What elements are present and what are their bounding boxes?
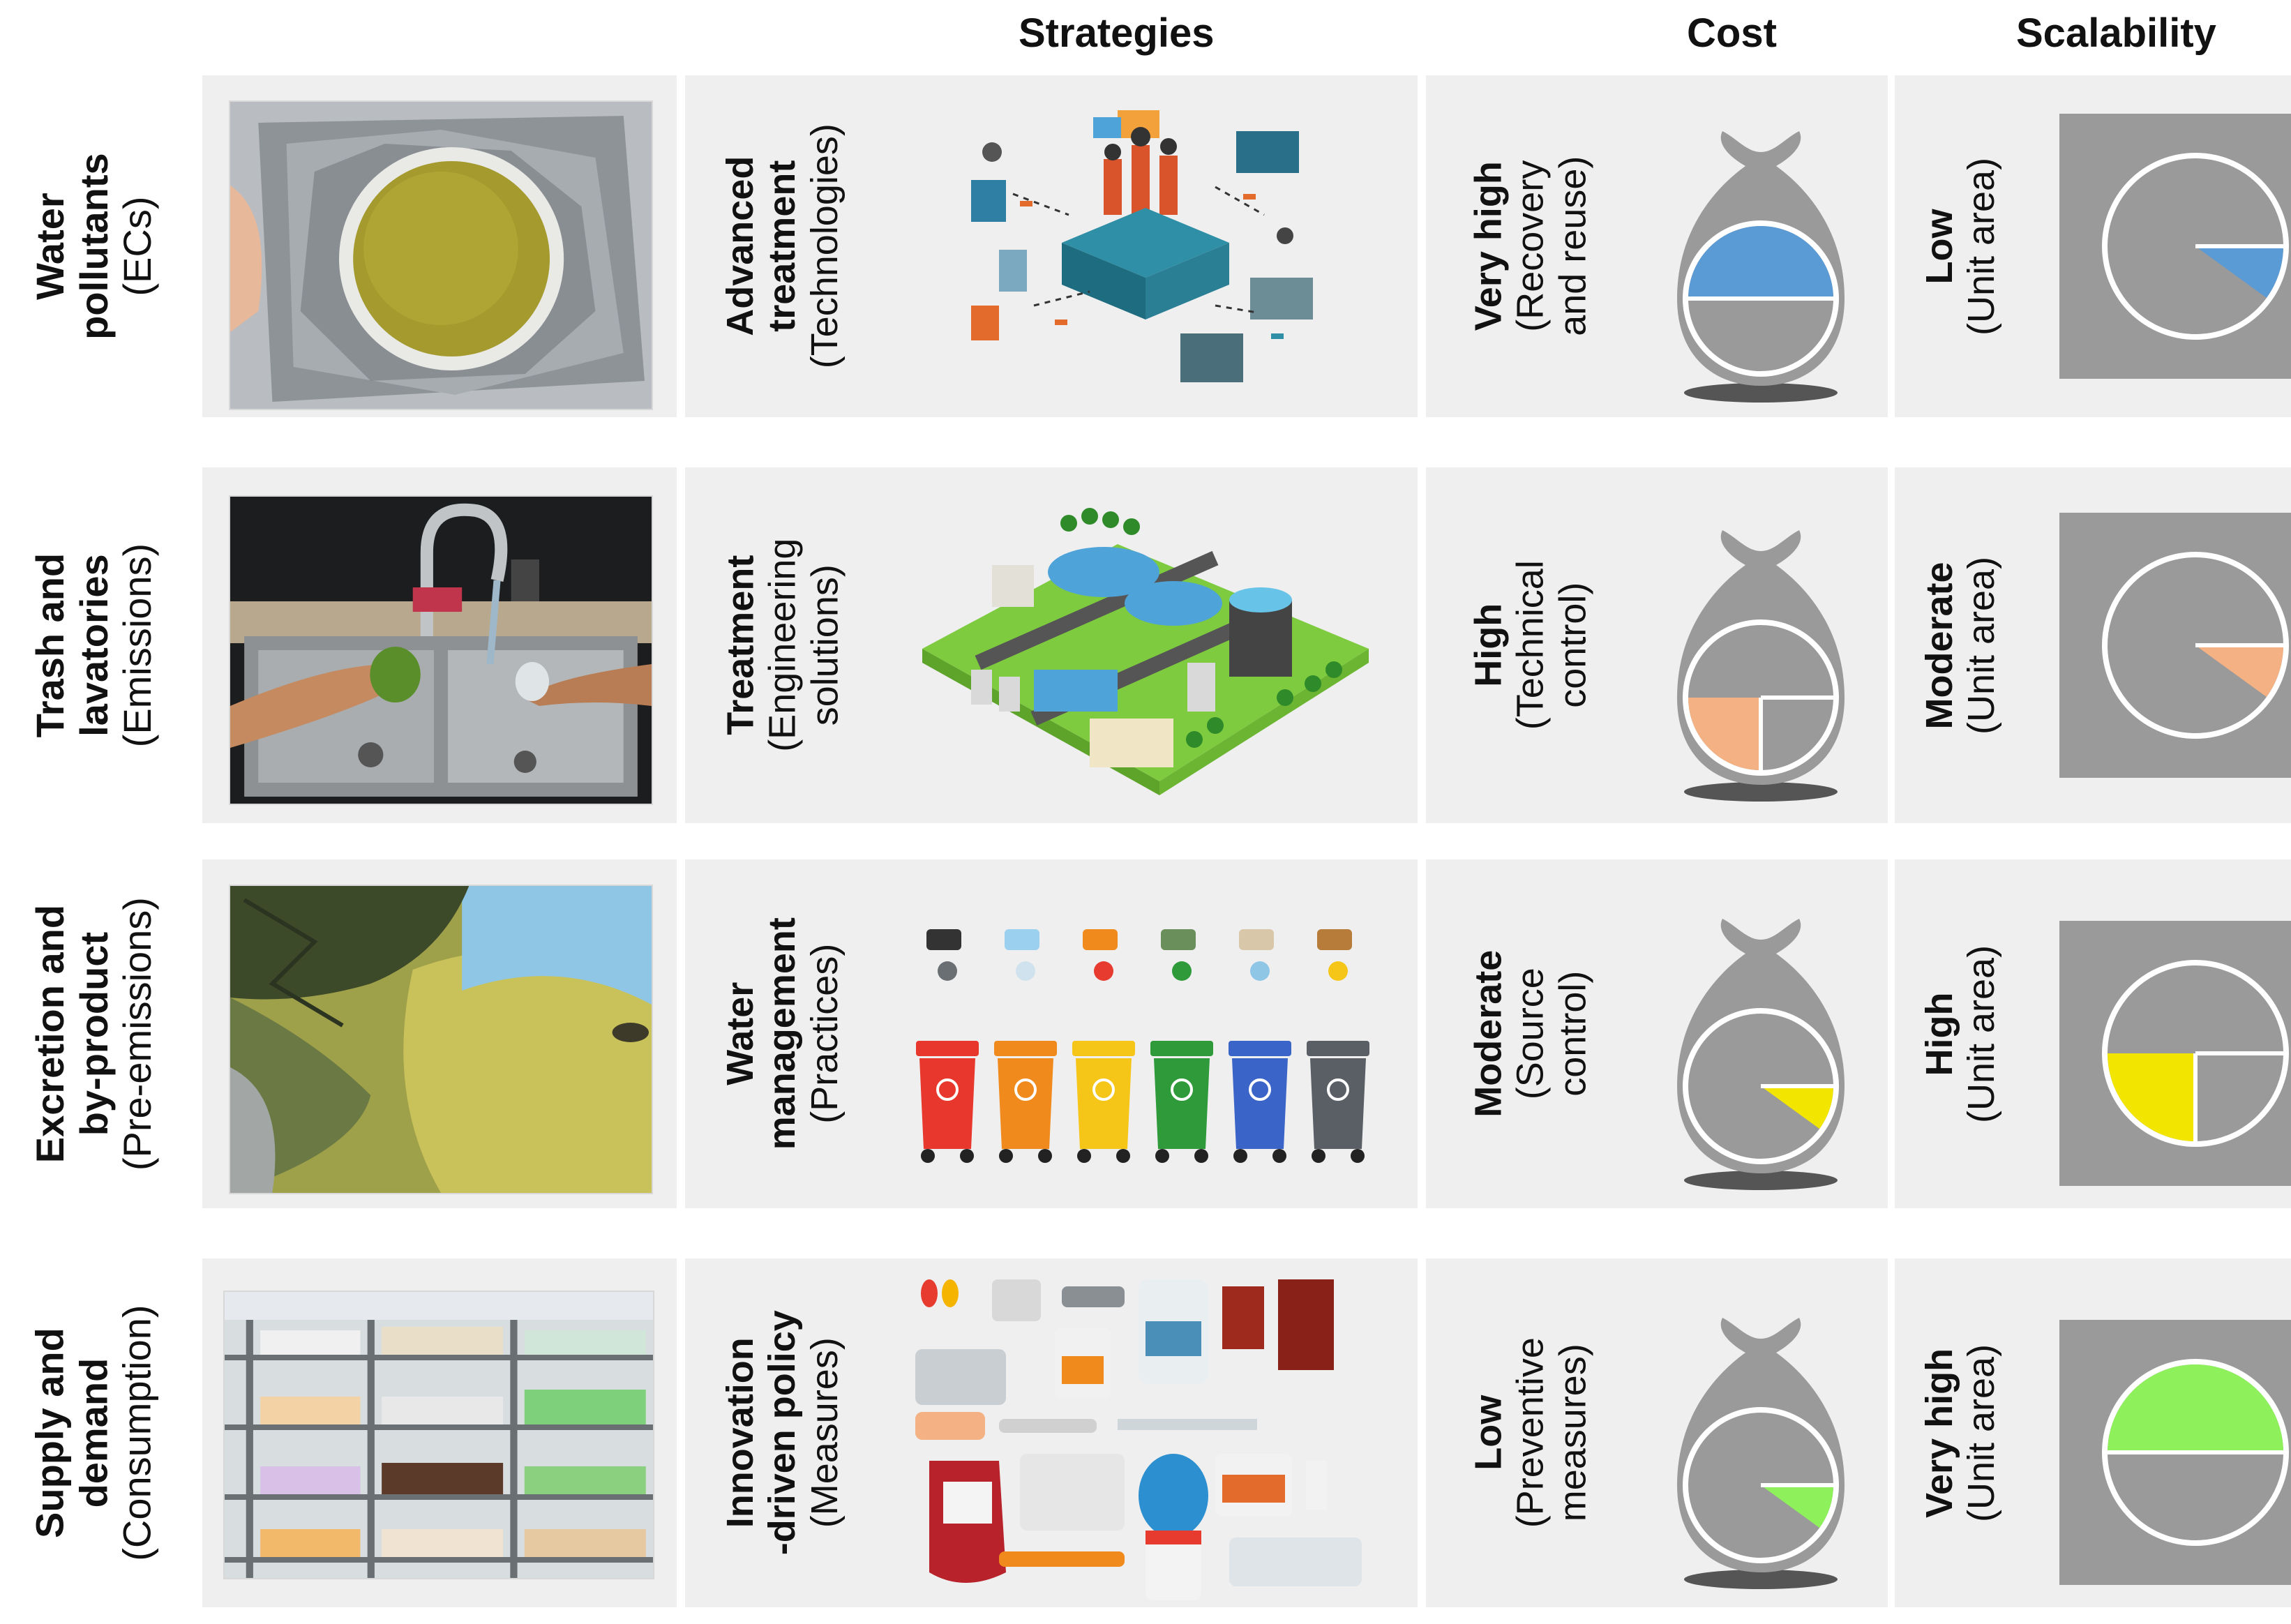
cost-panel: Low (Preventive measures): [1426, 1258, 1888, 1607]
source-panel: [202, 75, 677, 417]
scalability-level: Moderate: [1918, 561, 1961, 730]
scalability-fill-slice: [2108, 1053, 2195, 1141]
scalability-gauge-icon: [2059, 513, 2291, 778]
recycling-bin-icon: [1229, 929, 1291, 1163]
cost-panel: Very high (Recovery and reuse): [1426, 75, 1888, 417]
recycling-bin-icon: [1307, 929, 1369, 1163]
strategy-panel: Advanced treatment (Technologies): [685, 75, 1418, 417]
scalability-gauge-icon: [2059, 921, 2291, 1186]
recycling-bin-icon: [1150, 929, 1213, 1163]
strategy-label: Treatment (Engineering solutions): [719, 538, 846, 753]
source-panel: [202, 467, 677, 823]
strategy-panel: Treatment (Engineering solutions): [685, 467, 1418, 823]
treatment-plant-illustration: [894, 488, 1383, 802]
filter-membrane-photo: [229, 100, 653, 410]
strategy-panel: Innovation -driven policy (Measures): [685, 1258, 1418, 1607]
cost-label: Low (Preventive measures): [1426, 1258, 1635, 1607]
bag-shadow: [1684, 782, 1838, 802]
source-panel: [202, 1258, 677, 1607]
industrial-city-illustration: [950, 96, 1341, 403]
strategy-panel: Water management (Practices): [685, 859, 1418, 1208]
scalability-panel: Low (Unit area): [1895, 75, 2291, 417]
scalability-fill-slice: [2195, 645, 2283, 698]
scalability-level: Low: [1918, 209, 1961, 284]
scalability-label: Moderate (Unit area): [1918, 556, 2004, 735]
strategy-label: Water management (Practices): [719, 917, 846, 1150]
cost-label: Moderate (Source control): [1426, 859, 1635, 1208]
row-label-water-pollutants: Water pollutants (ECs): [27, 153, 160, 340]
row-label-supply-demand: Supply and demand (Consumption): [27, 1305, 160, 1561]
scalability-panel: High (Unit area): [1895, 859, 2291, 1208]
cost-bag-icon: [1656, 124, 1865, 403]
scalability-level: Very high: [1918, 1348, 1961, 1518]
row-label-excretion-by-product: Excretion and by-product (Pre-emissions): [27, 896, 160, 1171]
cost-fill-slice: [1761, 1086, 1833, 1129]
cost-panel: Moderate (Source control): [1426, 859, 1888, 1208]
scalability-gauge-icon: [2059, 114, 2291, 379]
scalability-gauge-icon: [2059, 1320, 2291, 1585]
strategy-label: Advanced treatment (Technologies): [719, 123, 846, 369]
recycling-bin-icon: [916, 929, 979, 1163]
cost-level: Moderate: [1467, 949, 1510, 1118]
scalability-panel: Very high (Unit area): [1895, 1258, 2291, 1607]
row-label-trash-lavatories: Trash and lavatories (Emissions): [27, 543, 160, 748]
cost-bag-icon: [1656, 912, 1865, 1191]
cost-level: High: [1467, 603, 1510, 687]
strategy-label: Innovation -driven policy (Measures): [719, 1310, 846, 1556]
cost-fill-slice: [1688, 698, 1761, 770]
cost-panel: High (Technical control): [1426, 467, 1888, 823]
scalability-label: Very high (Unit area): [1918, 1344, 2004, 1522]
header-cost: Cost: [1687, 10, 1777, 56]
scalability-fill-slice: [2108, 1364, 2283, 1452]
scalability-label: High (Unit area): [1918, 945, 2004, 1123]
cost-label: Very high (Recovery and reuse): [1426, 75, 1635, 417]
cost-level: Low: [1467, 1395, 1510, 1471]
header-strategies: Strategies: [1019, 10, 1215, 56]
bag-shadow: [1684, 1171, 1838, 1190]
scalability-label: Low (Unit area): [1918, 157, 2004, 336]
recycling-bins-illustration: [908, 915, 1383, 1180]
source-panel: [202, 859, 677, 1208]
scalability-fill-slice: [2195, 246, 2283, 299]
medical-supplies-illustration: [915, 1272, 1390, 1600]
cost-level: Very high: [1467, 161, 1510, 331]
cost-fill-slice: [1761, 1485, 1833, 1528]
scalability-panel: Moderate (Unit area): [1895, 467, 2291, 823]
scalability-level: High: [1918, 992, 1961, 1076]
pharmacy-shelves-photo: [223, 1291, 654, 1579]
recycling-bin-icon: [994, 929, 1057, 1163]
sink-washing-photo: [229, 495, 653, 805]
header-scalability: Scalability: [2016, 10, 2216, 56]
cost-bag-icon: [1656, 523, 1865, 802]
cost-bag-icon: [1656, 1311, 1865, 1590]
cost-fill-slice: [1688, 226, 1833, 299]
recycling-bin-icon: [1072, 929, 1135, 1163]
bag-shadow: [1684, 1570, 1838, 1589]
bag-shadow: [1684, 383, 1838, 403]
polluted-pond-photo: [229, 885, 653, 1194]
cost-label: High (Technical control): [1426, 467, 1635, 823]
